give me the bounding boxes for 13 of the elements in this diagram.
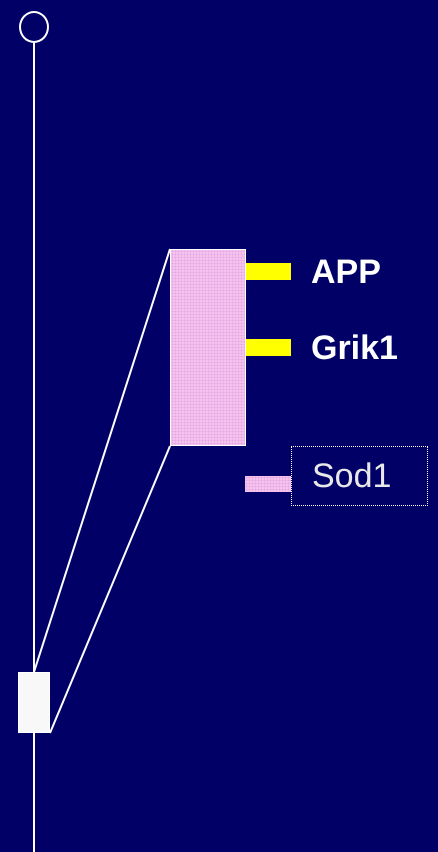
gene-label: Grik1 [311, 326, 431, 370]
region-box [170, 249, 246, 446]
chromosome-band [18, 672, 50, 733]
expansion-line [49, 446, 171, 734]
gene-bar [246, 339, 291, 356]
gene-bar [245, 476, 291, 492]
expansion-line [33, 248, 171, 672]
gene-bar [246, 263, 291, 280]
gene-label: APP [311, 250, 431, 294]
circle-marker [19, 11, 49, 43]
chromosome-line [33, 733, 35, 852]
gene-label: Sod1 [291, 446, 428, 506]
chromosome-line [33, 43, 35, 672]
